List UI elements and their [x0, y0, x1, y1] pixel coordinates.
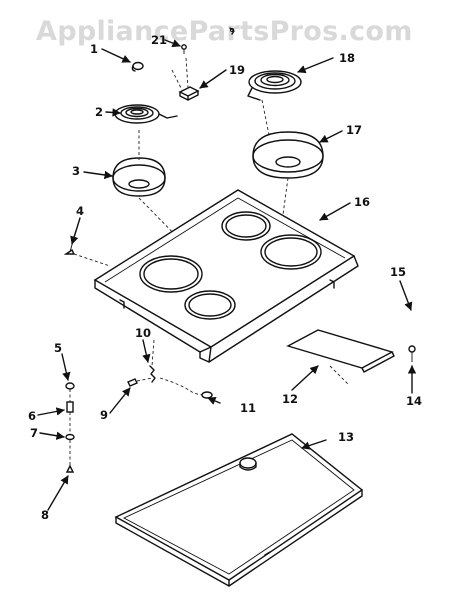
- part-6-spacer: [66, 389, 74, 413]
- callout-1: 1: [90, 42, 98, 56]
- part-19-terminal-block: [171, 57, 200, 101]
- part-4-screw: [63, 229, 111, 267]
- callout-14: 14: [406, 394, 422, 408]
- part-17-large-drip-bowl: [252, 131, 324, 223]
- part-14-screw: [408, 345, 416, 362]
- part-13-bottom-panel: [114, 433, 364, 587]
- part-7-washer: [65, 412, 75, 441]
- part-10-hinge: [149, 339, 156, 383]
- callout-6: 6: [28, 409, 36, 423]
- watermark: AppliancePartsPros.com: [36, 16, 413, 47]
- part-16-main-cooktop: [93, 189, 359, 363]
- callout-15: 15: [390, 265, 406, 279]
- part-9-clip: [127, 377, 153, 387]
- callout-17: 17: [346, 123, 362, 137]
- callout-11: 11: [240, 401, 256, 415]
- part-12-plate: [286, 329, 395, 385]
- callout-4: 4: [76, 204, 84, 218]
- callout-8: 8: [41, 508, 49, 522]
- leader-lines: [37, 39, 417, 511]
- callout-2: 2: [95, 105, 103, 119]
- callout-13: 13: [338, 430, 354, 444]
- callout-12: 12: [282, 392, 298, 406]
- part-20-screw: [229, 27, 235, 35]
- callout-3: 3: [72, 164, 80, 178]
- callout-7: 7: [30, 426, 38, 440]
- part-11-wire-connector: [159, 377, 213, 399]
- callout-19: 19: [229, 63, 245, 77]
- part-8-screw: [65, 440, 75, 473]
- part-5-nut: [65, 382, 75, 390]
- callout-16: 16: [354, 195, 370, 209]
- callout-9: 9: [100, 408, 108, 422]
- part-2-small-surface-element: [114, 104, 178, 124]
- callout-21: 21: [151, 33, 167, 47]
- callout-5: 5: [54, 341, 62, 355]
- callout-18: 18: [339, 51, 355, 65]
- part-18-large-surface-element: [247, 70, 302, 141]
- callout-10: 10: [135, 326, 151, 340]
- part-21-screw: [181, 44, 187, 54]
- part-1-clip: [131, 61, 144, 72]
